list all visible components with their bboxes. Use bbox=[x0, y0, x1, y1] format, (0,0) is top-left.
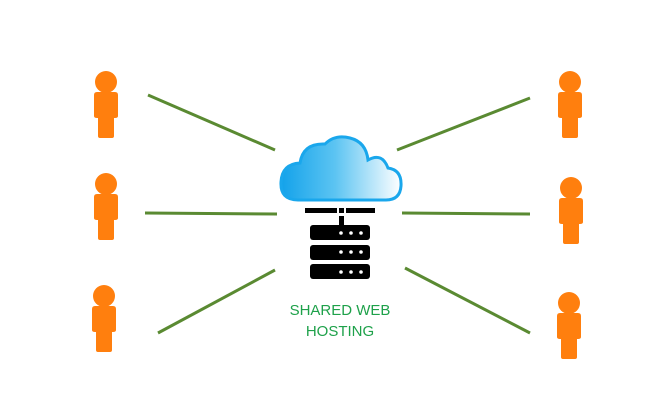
connector-line bbox=[147, 93, 276, 152]
label-line-2: HOSTING bbox=[305, 323, 375, 340]
user-icon bbox=[94, 71, 118, 138]
user-icon bbox=[559, 177, 583, 244]
shared-web-hosting-label: SHARED WEB HOSTING bbox=[260, 300, 420, 342]
cloud-icon bbox=[279, 135, 403, 202]
user-icon bbox=[557, 292, 581, 359]
user-icon bbox=[94, 173, 118, 240]
connector-line bbox=[401, 211, 531, 216]
connector-line bbox=[404, 266, 531, 335]
connector-line bbox=[157, 268, 276, 335]
connector-line bbox=[144, 211, 278, 216]
connector-line bbox=[396, 96, 531, 152]
connector-lines bbox=[144, 93, 531, 335]
server-icon bbox=[305, 208, 375, 279]
user-icon bbox=[92, 285, 116, 352]
user-icon bbox=[558, 71, 582, 138]
label-line-1: SHARED WEB bbox=[289, 302, 391, 319]
